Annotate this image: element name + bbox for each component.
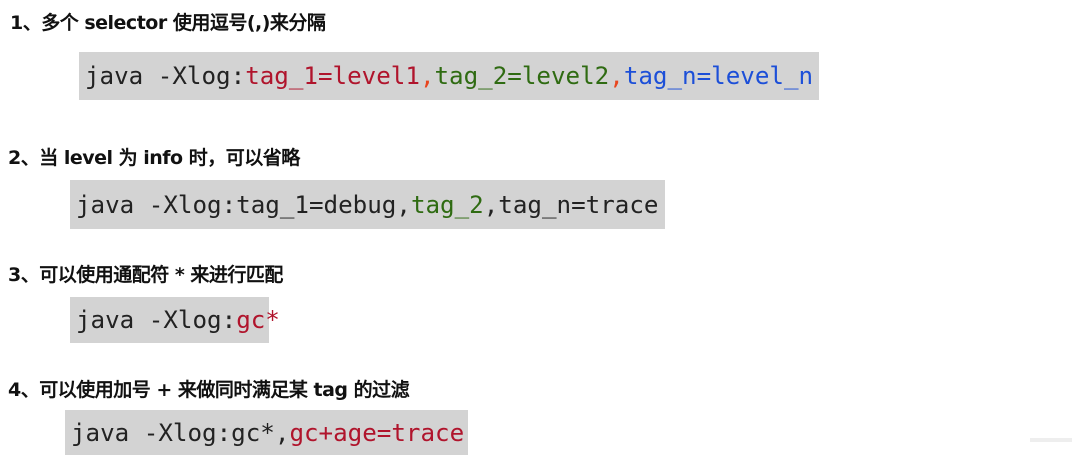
heading-4: 4、可以使用加号 + 来做同时满足某 tag 的过滤 <box>8 379 410 401</box>
watermark <box>1030 438 1072 442</box>
code-block-4: java -Xlog:gc*,gc+age=trace <box>65 410 468 455</box>
code-block-3: java -Xlog:gc* <box>70 297 280 343</box>
heading-1: 1、多个 selector 使用逗号(,)来分隔 <box>10 12 326 34</box>
code-segment: java -Xlog: <box>76 306 237 334</box>
code-segment: , <box>419 62 435 90</box>
code-segment: java -Xlog:gc*, <box>71 418 290 447</box>
code-segment: java -Xlog: <box>85 62 246 90</box>
code-segment: gc+age=trace <box>289 418 465 447</box>
code-segment: gc* <box>236 306 280 334</box>
code-segment: tag_1=level1 <box>245 62 420 90</box>
code-segment: tag_2 <box>410 190 484 219</box>
code-segment: java -Xlog:tag_1=debug, <box>76 190 411 219</box>
code-block-1: java -Xlog:tag_1=level1,tag_2=level2,tag… <box>79 52 819 100</box>
heading-3: 3、可以使用通配符 * 来进行匹配 <box>8 264 283 286</box>
heading-2: 2、当 level 为 info 时，可以省略 <box>8 147 300 169</box>
code-segment: tag_n=level_n <box>623 62 814 90</box>
code-block-2: java -Xlog:tag_1=debug,tag_2,tag_n=trace <box>70 180 665 229</box>
code-segment: ,tag_n=trace <box>483 190 659 219</box>
code-segment: , <box>609 62 624 90</box>
code-segment: tag_2=level2 <box>434 62 610 90</box>
